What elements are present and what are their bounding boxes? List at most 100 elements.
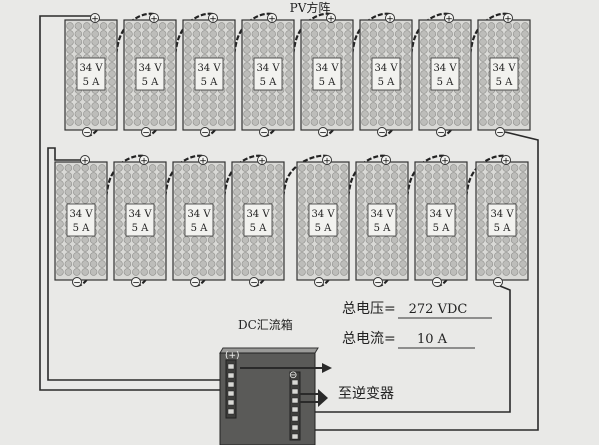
solar-cell <box>315 252 323 260</box>
solar-cell <box>394 22 403 30</box>
solar-cell <box>199 188 207 196</box>
solar-cell <box>306 164 315 172</box>
solar-cell <box>191 268 199 276</box>
solar-cell <box>519 180 527 188</box>
solar-cell <box>199 252 207 260</box>
solar-cell <box>260 38 268 46</box>
solar-cell <box>91 118 99 126</box>
solar-cell <box>233 204 241 212</box>
solar-cell <box>89 180 98 188</box>
solar-cell <box>458 212 466 220</box>
solar-cell <box>361 78 369 86</box>
solar-cell <box>132 180 140 188</box>
solar-cell <box>133 94 142 102</box>
solar-cell <box>184 22 192 30</box>
solar-cell <box>477 244 485 252</box>
solar-cell <box>74 110 83 118</box>
solar-cell <box>99 38 108 46</box>
solar-cell <box>258 172 266 180</box>
solar-cell <box>192 102 201 110</box>
solar-cell <box>477 252 485 260</box>
minus-sign: − <box>374 279 382 289</box>
solar-cell <box>216 180 224 188</box>
solar-cell <box>158 22 167 30</box>
solar-cell <box>298 228 306 236</box>
solar-cell <box>133 46 142 54</box>
total-voltage-label: 总电压= <box>342 301 396 317</box>
solar-cell <box>390 260 399 268</box>
solar-cell <box>81 196 89 204</box>
solar-cell <box>157 220 165 228</box>
solar-cell <box>258 180 266 188</box>
panel-voltage: 34 V <box>128 209 152 220</box>
solar-cell <box>302 46 310 54</box>
solar-cell <box>502 268 510 276</box>
solar-cell <box>340 268 348 276</box>
solar-cell <box>519 228 527 236</box>
solar-cell <box>361 30 369 38</box>
solar-cell <box>504 38 512 46</box>
solar-cell <box>66 70 74 78</box>
solar-cell <box>260 110 268 118</box>
plus-sign: + <box>209 15 217 25</box>
panel-voltage: 34 V <box>256 63 280 74</box>
solar-cell <box>184 54 192 62</box>
solar-cell <box>216 268 224 276</box>
solar-cell <box>251 110 260 118</box>
solar-cell <box>108 22 116 30</box>
solar-cell <box>133 22 142 30</box>
pv-panels: 34 V5 A+−34 V5 A+−34 V5 A+−34 V5 A+−34 V… <box>54 13 531 289</box>
solar-cell <box>504 94 512 102</box>
solar-cell <box>182 188 191 196</box>
solar-cell <box>157 196 165 204</box>
solar-cell <box>275 228 283 236</box>
solar-cell <box>81 180 89 188</box>
solar-cell <box>150 110 158 118</box>
minus-terminal <box>72 277 82 287</box>
solar-cell <box>115 180 123 188</box>
solar-cell <box>416 212 424 220</box>
solar-cell <box>340 260 348 268</box>
solar-cell <box>140 196 148 204</box>
solar-cell <box>123 172 132 180</box>
solar-cell <box>449 172 458 180</box>
solar-cell <box>174 228 182 236</box>
solar-cell <box>217 110 226 118</box>
solar-cell <box>192 38 201 46</box>
minus-terminal <box>82 127 92 137</box>
plus-terminal <box>139 155 149 165</box>
solar-cell <box>502 252 510 260</box>
solar-cell <box>512 22 521 30</box>
solar-cell <box>207 172 216 180</box>
solar-cell <box>243 46 251 54</box>
panel-voltage: 34 V <box>374 63 398 74</box>
plus-sign: + <box>199 157 207 167</box>
solar-cell <box>302 110 310 118</box>
solar-cell <box>276 30 285 38</box>
solar-cell <box>335 118 344 126</box>
solar-cell <box>66 102 74 110</box>
solar-cell <box>115 268 123 276</box>
solar-cell <box>390 188 399 196</box>
solar-cell <box>298 252 306 260</box>
pv-panel: 34 V5 A+− <box>296 155 350 289</box>
combiner-terminal <box>291 388 299 395</box>
solar-cell <box>142 110 150 118</box>
solar-cell <box>157 252 165 260</box>
solar-cell <box>285 38 293 46</box>
solar-cell <box>99 22 108 30</box>
solar-cell <box>132 188 140 196</box>
solar-cell <box>207 188 216 196</box>
solar-cell <box>394 46 403 54</box>
solar-cell <box>115 228 123 236</box>
solar-cell <box>378 30 386 38</box>
solar-cell <box>182 180 191 188</box>
combiner-minus: ⊖ <box>289 370 297 381</box>
solar-cell <box>233 236 241 244</box>
solar-cell <box>98 196 106 204</box>
solar-cell <box>243 54 251 62</box>
solar-cell <box>357 236 365 244</box>
solar-cell <box>357 180 365 188</box>
solar-cell <box>458 196 466 204</box>
solar-cell <box>340 172 348 180</box>
